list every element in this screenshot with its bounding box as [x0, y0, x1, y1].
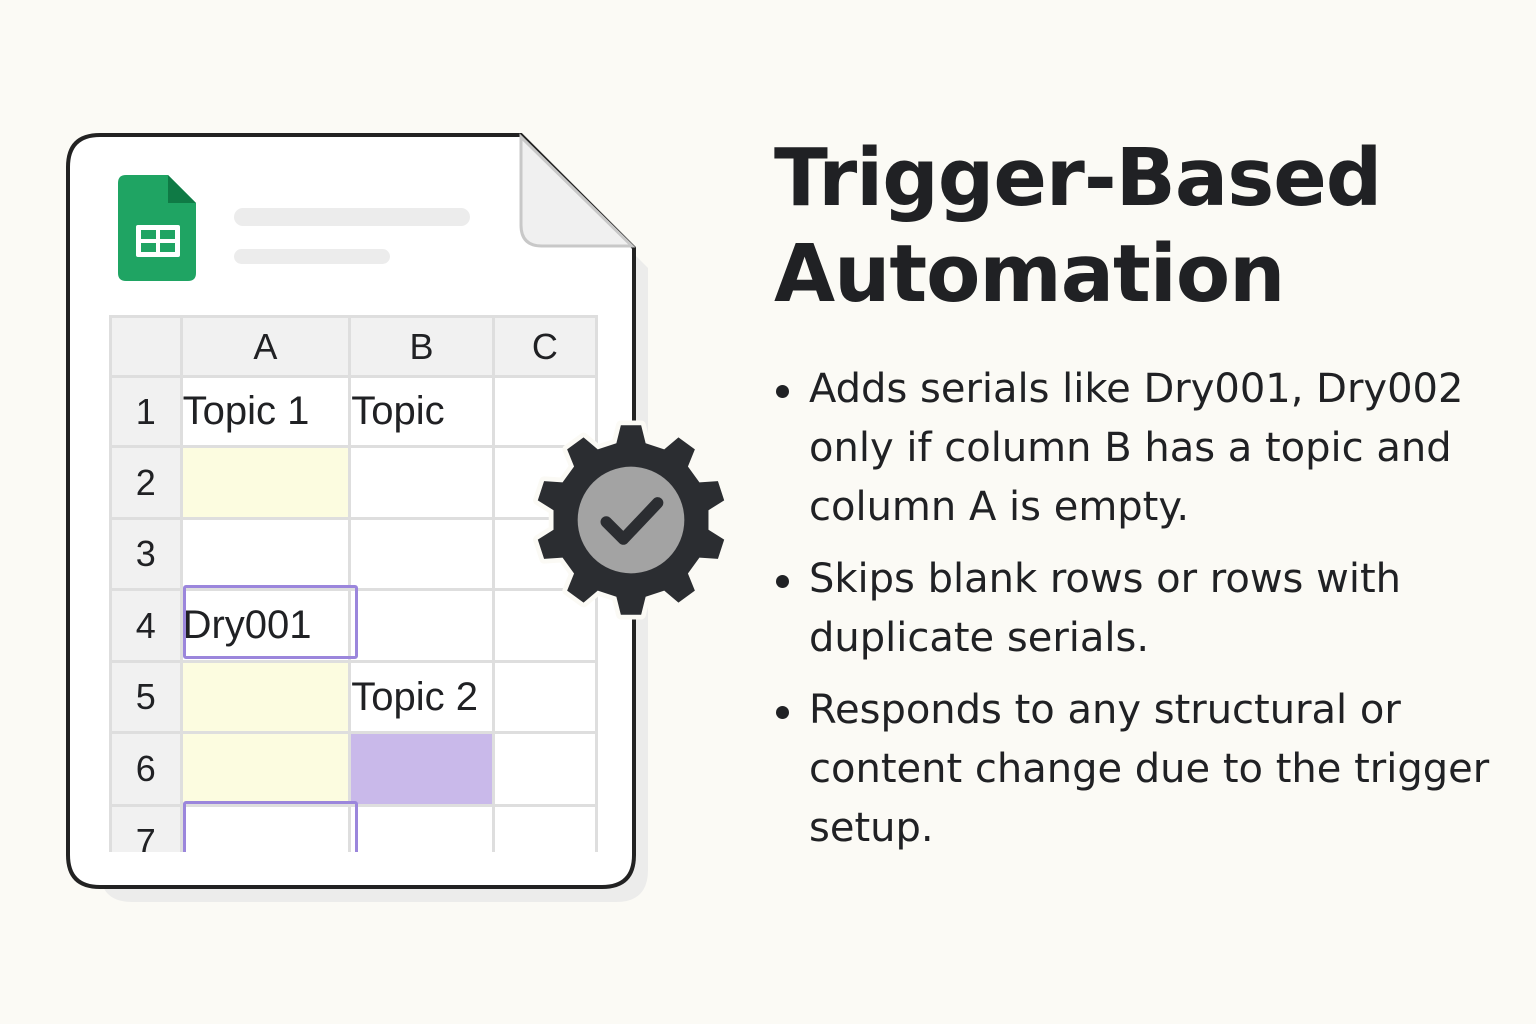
cell-b3[interactable]	[348, 517, 495, 591]
row-header[interactable]: 3	[109, 517, 183, 591]
cell-a2[interactable]	[179, 445, 352, 520]
cell-a6[interactable]	[179, 731, 352, 807]
cell-c6[interactable]	[491, 731, 598, 807]
cell-a4[interactable]: Dry001	[179, 588, 352, 663]
row-header[interactable]: 6	[109, 731, 183, 807]
cell-b2[interactable]	[348, 445, 495, 520]
cell-a1[interactable]: Topic 1	[179, 375, 352, 448]
selected-cell-a7[interactable]	[183, 801, 358, 852]
page-title: Trigger-Based Automation	[774, 130, 1514, 322]
row-header[interactable]: 5	[109, 660, 183, 734]
bullet-item: Responds to any structural or content ch…	[774, 681, 1514, 858]
column-header-c[interactable]: C	[491, 315, 598, 378]
selected-cell-a4[interactable]	[183, 585, 358, 659]
placeholder-line	[234, 249, 390, 264]
title-line: Trigger-Based	[774, 132, 1382, 224]
column-header-b[interactable]: B	[348, 315, 495, 378]
cell-c5[interactable]	[491, 660, 598, 734]
cell-c7[interactable]	[491, 804, 598, 852]
cell-b6[interactable]	[348, 731, 495, 807]
row-header[interactable]: 2	[109, 445, 183, 520]
cell-a7[interactable]	[179, 804, 352, 852]
cell-b1[interactable]: Topic	[348, 375, 495, 448]
bullet-item: Adds serials like Dry001, Dry002 only if…	[774, 360, 1514, 537]
bullet-list: Adds serials like Dry001, Dry002 only if…	[774, 360, 1514, 858]
checkmark-icon	[600, 497, 664, 545]
bullet-item: Skips blank rows or rows with duplicate …	[774, 550, 1514, 668]
cell-b4[interactable]	[348, 588, 495, 663]
check-circle	[577, 466, 685, 574]
title-line: Automation	[774, 228, 1285, 320]
cell-b7[interactable]	[348, 804, 495, 852]
google-sheets-icon	[118, 175, 196, 281]
info-panel: Trigger-Based Automation Adds serials li…	[774, 130, 1514, 871]
row-header[interactable]: 7	[109, 804, 183, 852]
grid-corner	[109, 315, 183, 378]
cell-a5[interactable]	[179, 660, 352, 734]
gear-check-icon	[533, 420, 729, 620]
spreadsheet-grid: A B C 1 Topic 1 Topic 2 3 4 Dry001	[109, 315, 598, 852]
placeholder-line	[234, 208, 470, 226]
row-header[interactable]: 4	[109, 588, 183, 663]
cell-a3[interactable]	[179, 517, 352, 591]
column-header-a[interactable]: A	[179, 315, 352, 378]
cell-b5[interactable]: Topic 2	[348, 660, 495, 734]
folded-corner	[519, 133, 636, 248]
row-header[interactable]: 1	[109, 375, 183, 448]
